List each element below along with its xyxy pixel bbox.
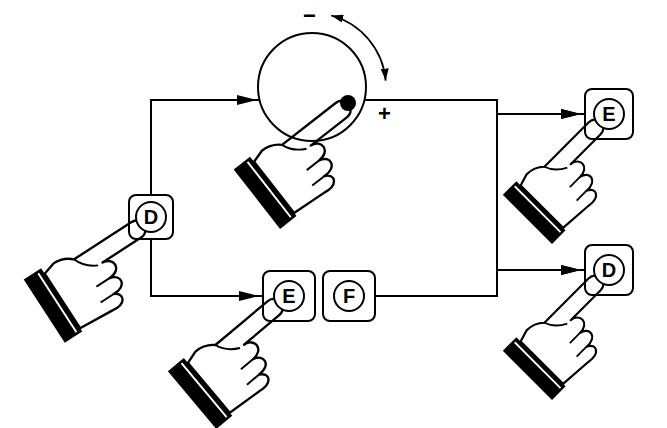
push-button: E: [262, 270, 316, 322]
flow-arrow: [364, 100, 584, 270]
button-letter: D: [593, 254, 625, 286]
flow-arrow: [376, 114, 584, 296]
push-button: F: [322, 270, 376, 322]
knob-outline: [257, 32, 367, 142]
control-knob: −+: [257, 32, 367, 142]
push-button: D: [584, 244, 634, 296]
push-button: E: [584, 88, 634, 140]
direction-sign: +: [378, 103, 391, 125]
direction-sign: −: [303, 5, 316, 27]
button-letter: E: [593, 98, 625, 130]
push-button: D: [128, 194, 174, 240]
flow-arrow: [151, 100, 260, 194]
button-letter: D: [135, 201, 167, 233]
flow-arrow: [151, 240, 262, 296]
flow-arrow: [364, 100, 584, 114]
button-letter: E: [273, 280, 305, 312]
rotation-arrow: [331, 16, 386, 81]
button-letter: F: [333, 280, 365, 312]
knob-circle: [258, 33, 366, 141]
flow-arrow: [376, 270, 584, 296]
pointing-hand: [503, 266, 637, 400]
knob-dot: [340, 95, 356, 111]
pointing-hand: [503, 110, 637, 244]
